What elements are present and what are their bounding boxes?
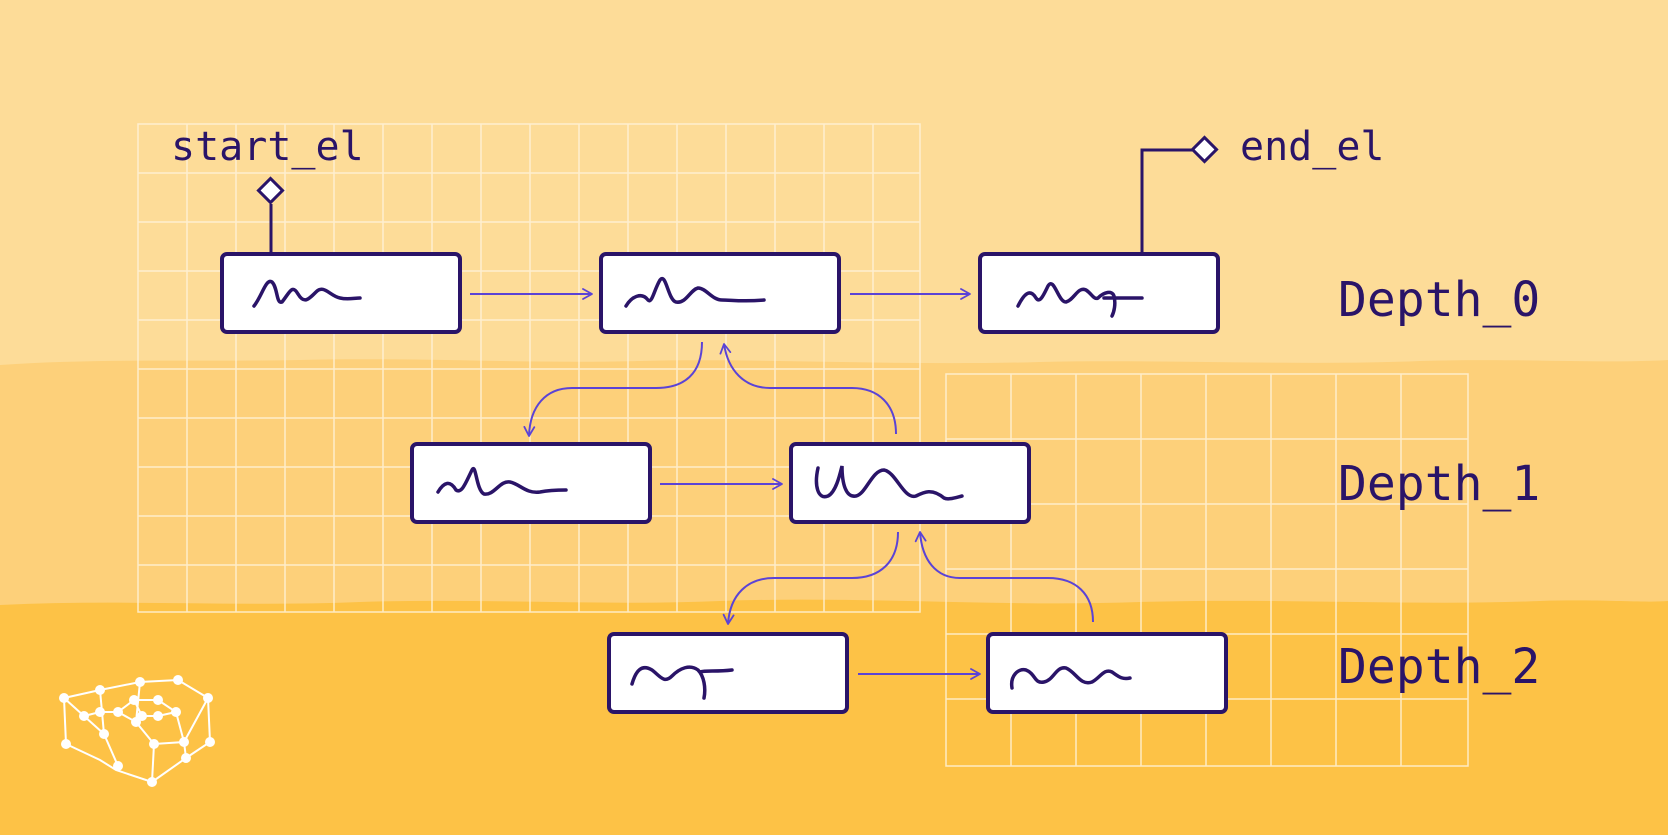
edge-d0-n2-to-d1-n1	[523, 341, 703, 437]
network-graph-logo	[59, 675, 215, 787]
end-marker	[1140, 135, 1219, 254]
node-scribble	[252, 279, 362, 308]
node-scribble	[630, 665, 734, 700]
depth-0-label: Depth_0	[1338, 272, 1540, 328]
background-band-bottom	[0, 599, 1668, 835]
depth-2-label: Depth_2	[1338, 639, 1540, 695]
node-scribble	[814, 465, 964, 501]
node-d2-n1	[607, 632, 849, 714]
node-d2-n2	[986, 632, 1228, 714]
node-d1-n1	[410, 442, 652, 524]
node-scribble	[1016, 282, 1144, 318]
node-scribble	[624, 276, 766, 308]
node-d1-n2	[789, 442, 1031, 524]
start-marker	[256, 176, 285, 254]
node-d0-n1	[220, 252, 462, 334]
end-label: end_el	[1240, 124, 1385, 170]
node-d0-n3	[978, 252, 1220, 334]
edge-d2-n2-to-d1-n2	[914, 531, 1094, 623]
edge-d1-n2-to-d2-n1	[722, 531, 899, 625]
node-d0-n2	[599, 252, 841, 334]
node-scribble	[1009, 666, 1132, 690]
depth-1-label: Depth_1	[1338, 456, 1540, 512]
edge-d1-n2-to-d0-n2	[719, 343, 897, 435]
start-label: start_el	[171, 124, 364, 170]
grid-panel-right	[945, 373, 1469, 767]
node-scribble	[436, 466, 568, 496]
